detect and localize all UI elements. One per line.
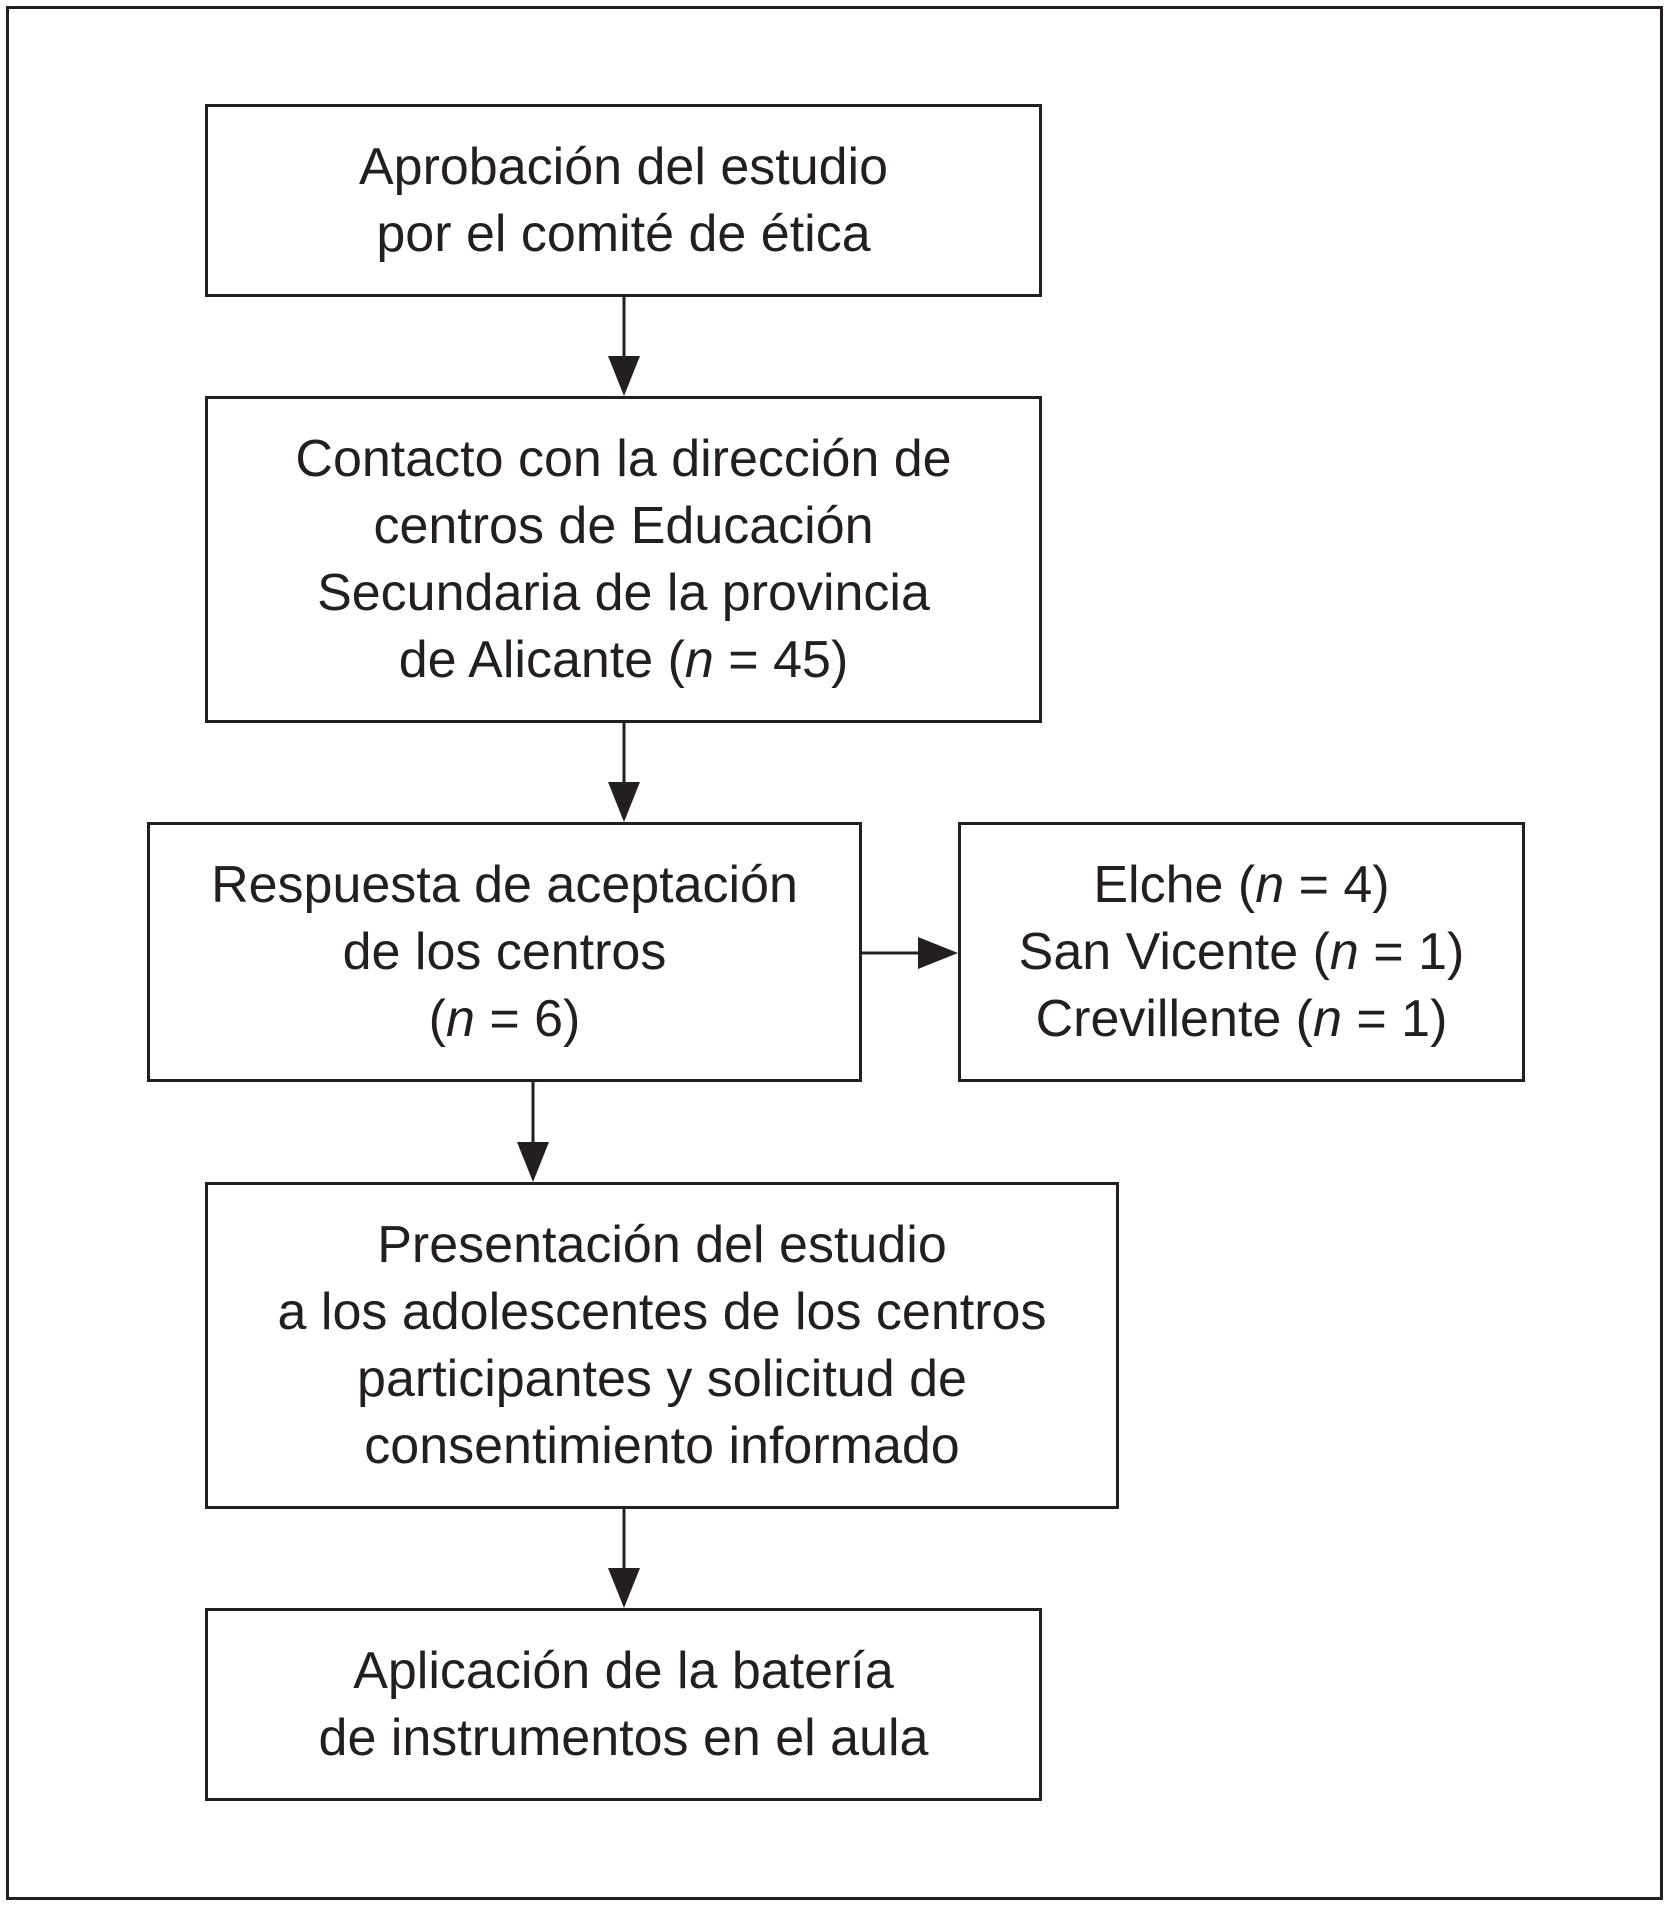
presentation-line-2: a los adolescentes de los centros [277,1282,1047,1341]
center-san-vicente: San Vicente (n = 1) [1019,919,1465,986]
approval-line-2: por el comité de ética [376,204,871,263]
presentation-box: Presentación del estudio a los adolescen… [205,1182,1119,1509]
arrow-acceptance-to-centers [861,937,958,969]
presentation-line-4: consentimiento informado [364,1416,960,1475]
acceptance-count-suffix: = 6) [474,989,581,1048]
acceptance-line-1: Respuesta de aceptación [211,855,798,914]
acceptance-line-3: (n = 6) [429,986,581,1053]
contact-line-1: Contacto con la dirección de [295,429,952,488]
acceptance-box: Respuesta de aceptación de los centros (… [147,822,862,1082]
approval-box: Aprobación del estudio por el comité de … [205,104,1042,297]
contact-line-3: Secundaria de la provincia [317,563,930,622]
center-crevillente-n: n [1313,989,1342,1048]
center-san-vicente-count: = 1) [1358,922,1465,981]
center-san-vicente-n: n [1329,922,1359,981]
acceptance-line-2: de los centros [342,922,667,981]
application-box: Aplicación de la batería de instrumentos… [205,1608,1042,1801]
figure-frame [6,6,1663,1900]
presentation-line-1: Presentación del estudio [377,1215,947,1274]
center-elche-n: n [1255,855,1285,914]
contact-count-n: n [684,630,714,689]
center-crevillente: Crevillente (n = 1) [1036,986,1448,1053]
arrow-contact-to-acceptance [608,722,640,822]
application-line-2: de instrumentos en el aula [318,1708,929,1767]
center-crevillente-count: = 1) [1341,989,1448,1048]
acceptance-count-n: n [445,989,475,1048]
contact-line-2: centros de Educación [373,496,874,555]
center-san-vicente-name: San Vicente ( [1018,922,1330,981]
contact-count-suffix: = 45) [713,630,849,689]
contact-box: Contacto con la dirección de centros de … [205,396,1042,723]
contact-line-4: de Alicante (n = 45) [399,627,849,694]
center-elche-name: Elche ( [1093,855,1256,914]
application-line-1: Aplicación de la batería [353,1641,894,1700]
center-crevillente-name: Crevillente ( [1035,989,1313,1048]
center-elche: Elche (n = 4) [1093,852,1389,919]
arrow-acceptance-to-presentation [517,1081,549,1182]
presentation-line-3: participantes y solicitud de [357,1349,967,1408]
approval-line-1: Aprobación del estudio [358,137,889,196]
contact-count-prefix: de Alicante ( [398,630,685,689]
arrow-approval-to-contact [608,296,640,396]
center-elche-count: = 4) [1284,855,1390,914]
centers-box: Elche (n = 4) San Vicente (n = 1) Crevil… [958,822,1525,1082]
acceptance-count-prefix: ( [428,989,446,1048]
arrow-presentation-to-application [608,1508,640,1608]
